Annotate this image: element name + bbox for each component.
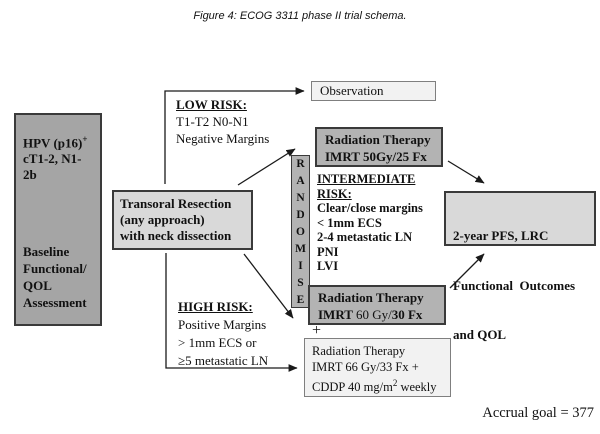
intermediate-risk-heading-1: INTERMEDIATE: [317, 172, 416, 186]
eligibility-baseline-box: HPV (p16)+ cT1-2, N1-2b Baseline Functio…: [14, 113, 102, 326]
arrow-rt-low-to-outcome: [447, 160, 485, 184]
radiation-therapy-60gy-box: Radiation Therapy IMRT 60 Gy/30 Fx: [308, 285, 446, 325]
high-risk-label: HIGH RISK: Positive Margins > 1mm ECS or…: [178, 298, 310, 370]
plus-sign: +: [312, 322, 322, 339]
outcome-endpoints-box: 2-year PFS, LRC Functional Outcomes and …: [444, 191, 596, 342]
observation-box: Observation: [311, 81, 436, 101]
high-risk-heading: HIGH RISK:: [178, 299, 253, 314]
eligibility-line-hpv: HPV (p16)+: [23, 134, 88, 151]
low-risk-label: LOW RISK: T1-T2 N0-N1 Negative Margins: [176, 96, 308, 147]
rt-mid-dose-line: IMRT 60 Gy/30 Fx: [318, 307, 423, 322]
chemoradiation-66gy-box: Radiation Therapy IMRT 66 Gy/33 Fx + CDD…: [304, 338, 451, 397]
transoral-resection-box: Transoral Resection (any approach) with …: [112, 190, 253, 250]
figure-caption: Figure 4: ECOG 3311 phase II trial schem…: [193, 10, 407, 22]
baseline-assessment-label: Baseline Functional/ QOL Assessment: [23, 244, 87, 311]
intermediate-risk-label: INTERMEDIATE RISK: Clear/close margins <…: [317, 172, 453, 274]
intermediate-risk-heading-2: RISK:: [317, 186, 352, 201]
cddp-dose-line: CDDP 40 mg/m2 weekly: [312, 378, 437, 395]
low-risk-heading: LOW RISK:: [176, 97, 247, 112]
randomise-box: R A N D O M I S E: [291, 155, 310, 308]
eligibility-line-stage: cT1-2, N1-2b: [23, 151, 82, 183]
radiation-therapy-50gy-box: Radiation Therapy IMRT 50Gy/25 Fx: [315, 127, 443, 167]
arrow-transoral-to-randomise-top: [237, 148, 296, 186]
accrual-goal-text: Accrual goal = 377: [482, 405, 594, 421]
